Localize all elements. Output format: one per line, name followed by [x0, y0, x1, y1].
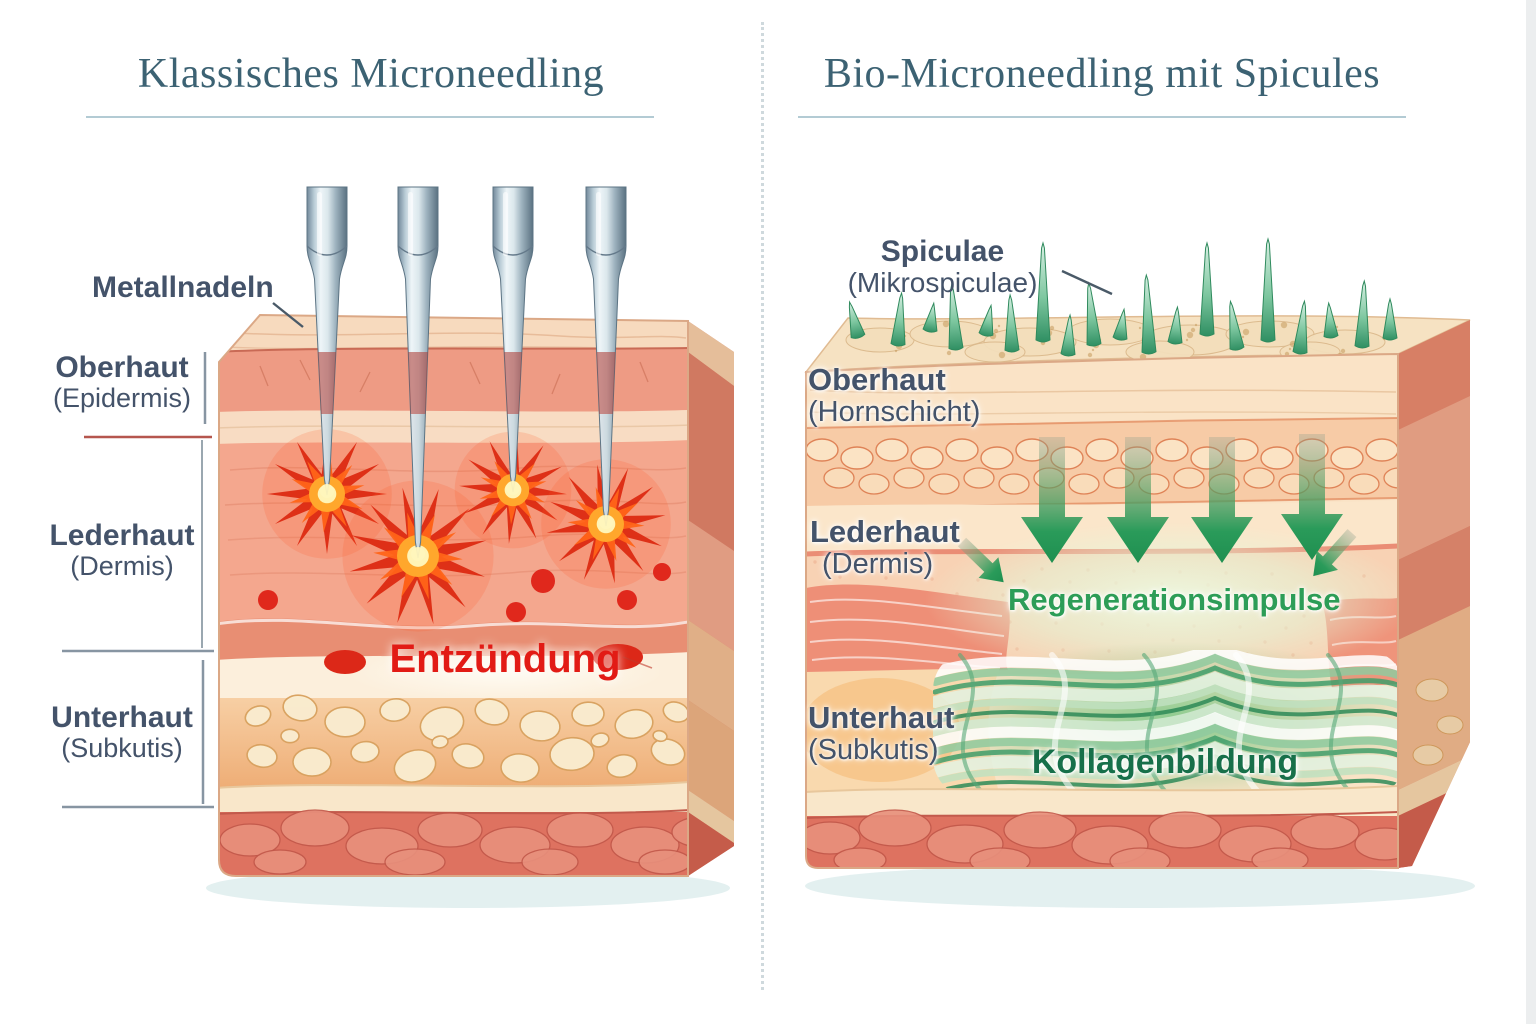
collagen-label: Kollagenbildung [1031, 743, 1299, 781]
right-block-front-face [806, 354, 1398, 868]
impulse-label: Regenerationsimpulse [1008, 582, 1341, 617]
layer-name: Oberhaut [808, 362, 946, 397]
left-panel-title: Klassisches Microneedling [137, 51, 605, 97]
inflammation-label: Entzündung [389, 637, 621, 681]
collagen-fibers [933, 650, 1398, 798]
left-title-underline [86, 116, 654, 118]
fat-cells [244, 694, 688, 783]
layer-name: Lederhaut [810, 514, 960, 549]
layer-sub: (Subkutis) [61, 732, 183, 763]
left-layer-label-unterhaut: Unterhaut (Subkutis) [22, 702, 222, 762]
right-layer-label-oberhaut: Oberhaut (Hornschicht) [808, 362, 981, 428]
layer-name: Oberhaut [55, 351, 189, 384]
inflammation-dots [258, 563, 671, 674]
panel-divider [761, 22, 764, 990]
spicules [848, 237, 1398, 357]
layer-sub: (Hornschicht) [808, 395, 981, 428]
needle-label: Metallnadeln [92, 271, 274, 304]
layer-name: Unterhaut [808, 700, 955, 735]
layer-sub: (Subkutis) [808, 733, 939, 766]
spicule-sub: (Mikrospiculae) [847, 266, 1038, 298]
left-skin-block [218, 313, 734, 877]
spiculae-pointer-line [1061, 269, 1113, 296]
layer-sub: (Dermis) [70, 550, 174, 581]
layer-name: Unterhaut [51, 701, 193, 734]
right-panel-title: Bio-Microneedling mit Spicules [823, 51, 1381, 97]
layer-name: Lederhaut [49, 519, 195, 552]
right-block-side-face [1398, 320, 1470, 868]
right-layer-label-lederhaut: Lederhaut (Dermis) [810, 514, 960, 580]
left-layer-label-lederhaut: Lederhaut (Dermis) [22, 520, 222, 580]
left-layer-label-oberhaut: Oberhaut (Epidermis) [22, 352, 222, 412]
spicule-name: Spiculae [880, 235, 1005, 268]
right-title-underline [798, 116, 1406, 118]
left-block-side-face [688, 321, 734, 876]
spicule-label: Spiculae (Mikrospiculae) [820, 236, 1065, 297]
bottom-tissue-cells-left [219, 809, 688, 876]
layer-sub: (Dermis) [822, 547, 934, 580]
right-edge-strip [1526, 0, 1536, 1024]
ground-shadows [206, 864, 1475, 908]
left-layer-brackets [62, 302, 304, 809]
right-layer-label-unterhaut: Unterhaut (Subkutis) [808, 700, 955, 766]
layer-sub: (Epidermis) [52, 382, 192, 413]
